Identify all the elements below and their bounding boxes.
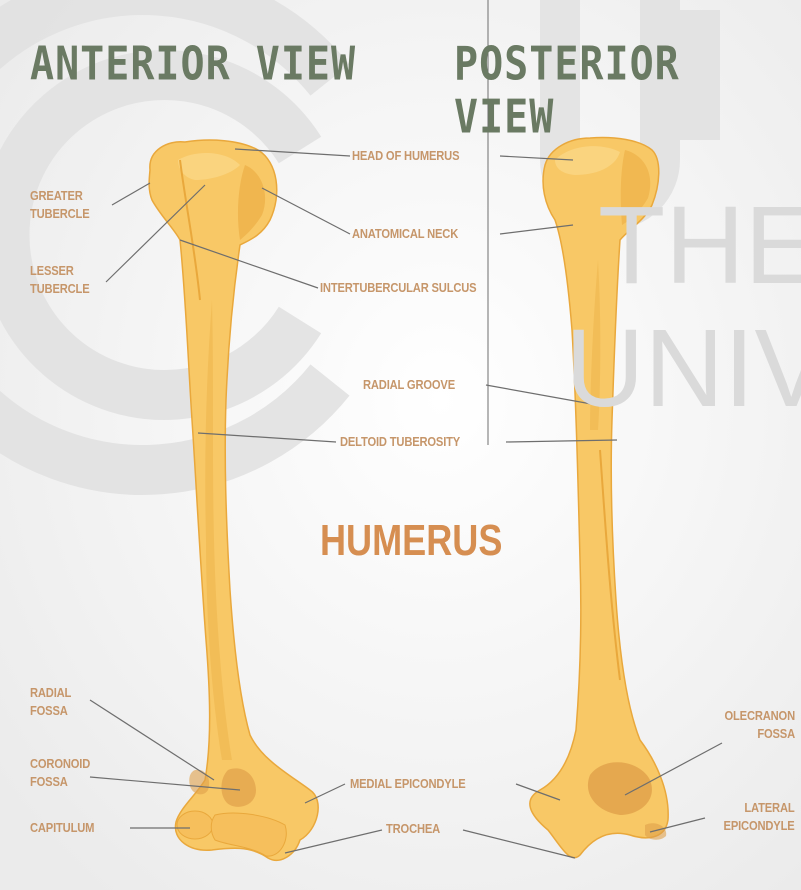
label-trochea: TROCHEA	[386, 820, 440, 838]
label-head-of-humerus: HEAD OF HUMERUS	[352, 147, 459, 165]
watermark-text-the: THE	[598, 182, 801, 309]
label-lesser-tubercle: LESSER TUBERCLE	[30, 262, 90, 298]
posterior-view-title: POSTERIOR VIEW	[454, 38, 801, 144]
label-coronoid-fossa: CORONOID FOSSA	[30, 755, 90, 791]
label-olecranon-fossa: OLECRANON FOSSA	[724, 707, 795, 743]
label-radial-groove: RADIAL GROOVE	[363, 376, 455, 394]
label-capitulum: CAPITULUM	[30, 819, 94, 837]
label-deltoid-tuberosity: DELTOID TUBEROSITY	[340, 433, 460, 451]
anterior-view-title: ANTERIOR VIEW	[30, 38, 356, 91]
humerus-title: HUMERUS	[320, 516, 502, 566]
label-radial-fossa: RADIAL FOSSA	[30, 684, 71, 720]
label-anatomical-neck: ANATOMICAL NECK	[352, 225, 458, 243]
label-greater-tubercle: GREATER TUBERCLE	[30, 187, 90, 223]
label-medial-epicondyle: MEDIAL EPICONDYLE	[350, 775, 466, 793]
label-lateral-epicondyle: LATERAL EPICONDYLE	[724, 799, 795, 835]
watermark-text-univ: UNIV	[565, 305, 801, 432]
label-intertubercular-sulcus: INTERTUBERCULAR SULCUS	[320, 279, 476, 297]
